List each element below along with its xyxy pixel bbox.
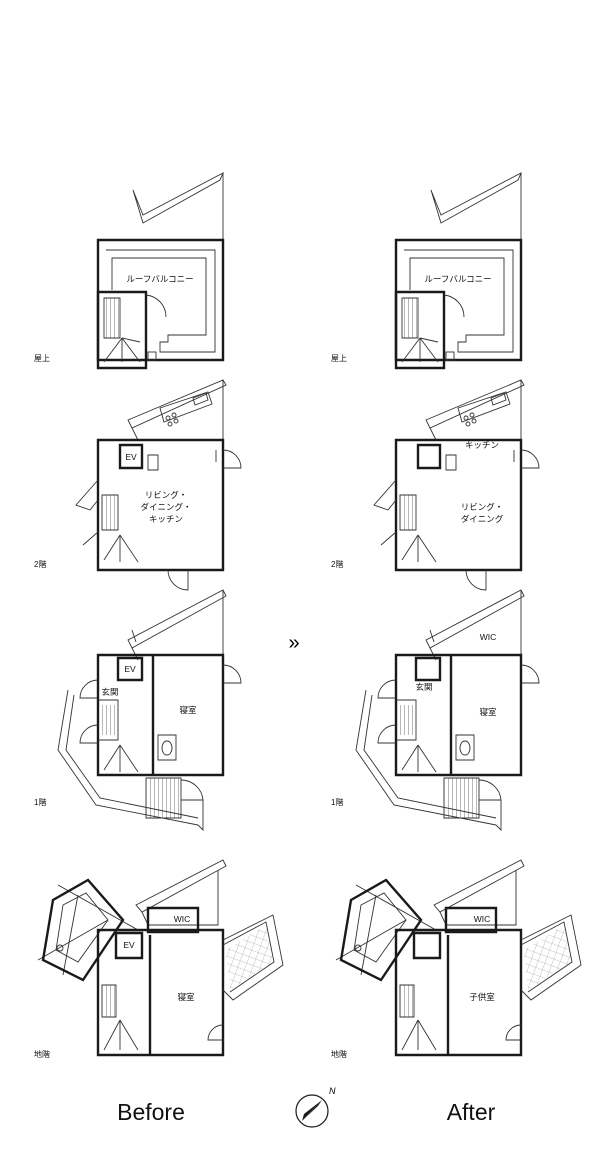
after-floor-2: 2階 xyxy=(331,559,343,569)
before-first-entrance-label: 玄関 xyxy=(101,687,118,697)
before-floor-basement: 地階 xyxy=(34,1049,50,1059)
before-first-ev-label: EV xyxy=(124,664,136,674)
compass-north-label: N xyxy=(329,1086,336,1096)
before-basement-ev-label: EV xyxy=(123,940,135,950)
before-basement-wic-label: WIC xyxy=(174,914,191,924)
compass-icon xyxy=(295,1094,329,1128)
after-second-kitchen-label: キッチン xyxy=(465,440,499,450)
after-first-bedroom-label: 寝室 xyxy=(479,707,497,717)
before-column: ルーフバルコニー EV リビング・ ダイニング・ キッチン EV 玄関 寝室 E… xyxy=(36,171,285,1057)
after-basement-kids-room-label: 子供室 xyxy=(469,992,495,1002)
before-floor-1: 1階 xyxy=(34,797,46,807)
after-floor-roof: 屋上 xyxy=(331,354,347,363)
before-floor-roof: 屋上 xyxy=(34,354,50,363)
after-basement-wic-label: WIC xyxy=(474,914,491,924)
before-roof-balcony-label: ルーフバルコニー xyxy=(126,274,193,284)
after-second-ld-line2: ダイニング xyxy=(461,514,504,524)
after-column: ルーフバルコニー キッチン リビング・ ダイニング WIC 玄関 寝室 WIC … xyxy=(334,171,583,1057)
after-first-wic-label: WIC xyxy=(480,632,497,642)
before-second-ldk-line1: リビング・ xyxy=(145,490,188,500)
caption-before: Before xyxy=(117,1099,185,1125)
after-first-entrance-label: 玄関 xyxy=(415,682,432,692)
caption-after: After xyxy=(447,1099,496,1125)
before-after-arrow: » xyxy=(288,632,299,654)
before-first-bedroom-label: 寝室 xyxy=(179,705,197,715)
after-floor-1: 1階 xyxy=(331,797,343,807)
after-roof-balcony-label: ルーフバルコニー xyxy=(424,274,491,284)
after-floor-basement: 地階 xyxy=(331,1049,347,1059)
before-basement-bedroom-label: 寝室 xyxy=(177,992,195,1002)
after-second-ld-line1: リビング・ xyxy=(461,502,504,512)
before-second-ldk-line2: ダイニング・ xyxy=(140,502,191,512)
before-second-ev-label: EV xyxy=(125,452,137,462)
before-floor-2: 2階 xyxy=(34,559,46,569)
before-second-ldk-line3: キッチン xyxy=(149,514,183,524)
